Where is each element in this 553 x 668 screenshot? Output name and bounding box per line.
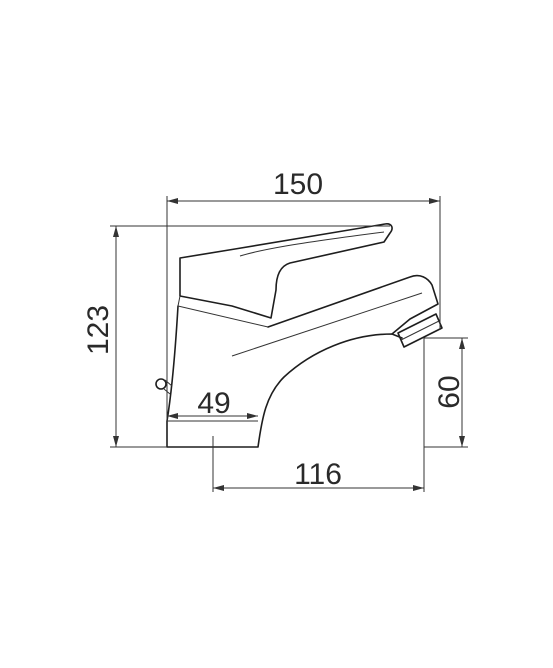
- faucet-body: [166, 305, 403, 448]
- faucet-spout: [267, 274, 439, 335]
- dimension-label-116: 116: [294, 458, 342, 491]
- dimension-label-150: 150: [273, 168, 323, 201]
- dimension-label-49: 49: [197, 387, 230, 420]
- faucet-aerator: [397, 313, 443, 348]
- dimension-label-60: 60: [433, 375, 466, 408]
- faucet-outline: [155, 223, 443, 448]
- aerator-ring: [400, 320, 440, 341]
- popup-rod-knob: [155, 378, 167, 390]
- dimension-overall-height: 123: [82, 225, 390, 448]
- dimension-label-123: 123: [82, 305, 115, 355]
- faucet-lever-handle: [179, 223, 393, 319]
- dimension-spout-reach: 116: [212, 436, 424, 492]
- dimension-overall-width: 150: [166, 168, 441, 421]
- spout-highlight-line: [231, 292, 423, 357]
- cartridge-line: [177, 295, 269, 328]
- dimension-base-width: 49: [167, 387, 258, 420]
- dimension-outlet-height: 60: [423, 337, 468, 492]
- lever-inner-line: [239, 231, 385, 257]
